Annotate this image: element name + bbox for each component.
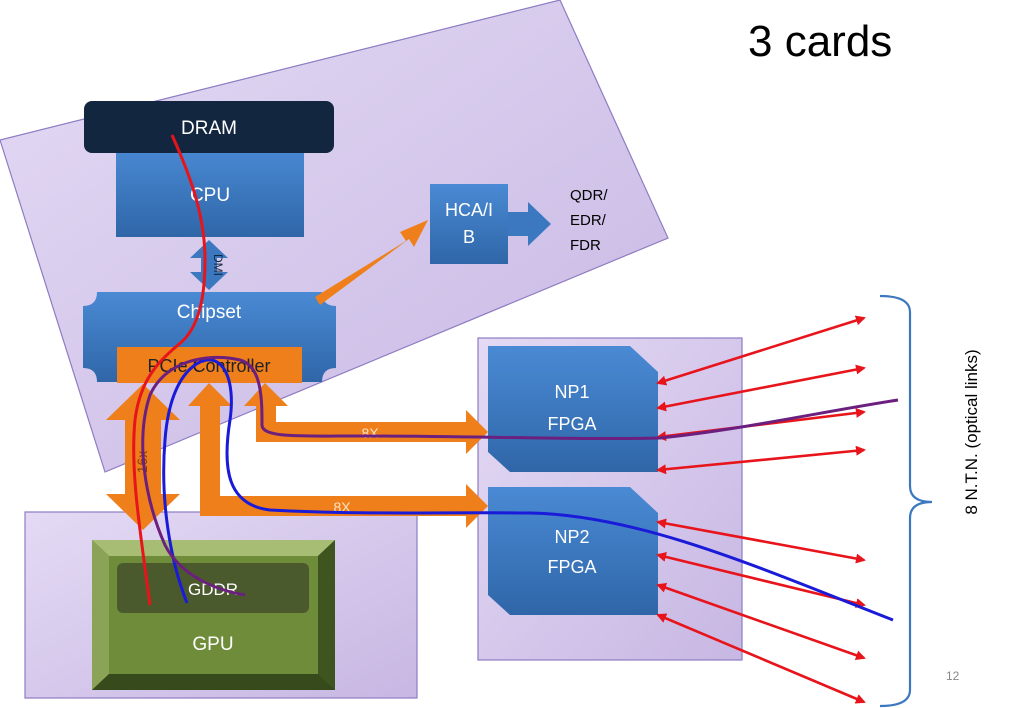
gpu-block: [92, 540, 335, 690]
blue-data-path: [162, 358, 894, 622]
np1-link-width-label: 8X: [361, 425, 379, 441]
purple-data-path: [141, 355, 899, 597]
optical-links: [656, 315, 866, 704]
optical-links-brace: [879, 294, 933, 708]
gpu-link-width-label: 16x: [134, 451, 150, 474]
link-type-edr: EDR/: [570, 212, 607, 229]
np1-fpga-block: [488, 346, 658, 472]
link-type-fdr: FDR: [570, 237, 601, 254]
hca-label-line1: HCA/I: [445, 200, 493, 220]
red-data-path: [132, 134, 207, 606]
hca-ib-block: [430, 184, 508, 264]
hca-label-line2: B: [463, 227, 475, 247]
gddr-label: GDDR: [188, 580, 238, 599]
chipset-label: Chipset: [177, 302, 242, 323]
dram-block: [84, 101, 334, 153]
optical-links-label: 8 N.T.N. (optical links): [962, 349, 981, 514]
optical-link-8: [656, 613, 866, 704]
np2-label-line1: NP2: [554, 527, 589, 547]
link-type-qdr: QDR/: [570, 187, 608, 204]
dmi-arrow: [190, 240, 228, 290]
chipset-to-hca-arrow: [315, 220, 428, 305]
np1-label-line1: NP1: [554, 382, 589, 402]
gddr-block: [117, 563, 309, 613]
hca-output-arrow: [508, 202, 551, 246]
np1-label-line2: FPGA: [547, 414, 596, 434]
dmi-label: DMI: [211, 254, 225, 276]
np2-label-line2: FPGA: [547, 557, 596, 577]
cpu-block: [116, 145, 304, 237]
optical-link-4: [656, 445, 866, 475]
np2-fpga-block: [488, 487, 658, 615]
gpu-label: GPU: [192, 634, 233, 655]
optical-link-2: [656, 364, 866, 412]
slide-title: 3 cards: [748, 17, 892, 66]
dram-label: DRAM: [181, 118, 237, 139]
cpu-label: CPU: [190, 185, 230, 206]
page-number: 12: [946, 669, 960, 683]
